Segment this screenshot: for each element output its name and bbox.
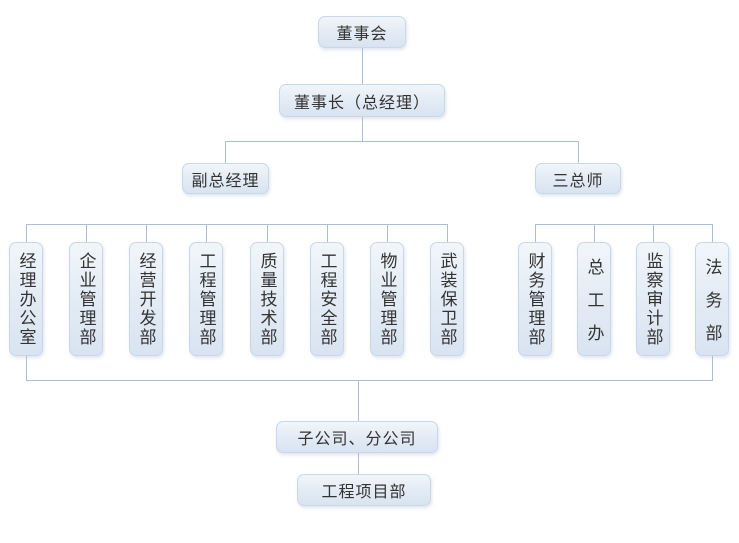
connector-left-children-bus [26, 224, 447, 225]
connector-drop-dept [267, 224, 268, 242]
node-subsidiaries: 子公司、分公司 [276, 421, 438, 453]
connector-chairman-drop [362, 117, 363, 141]
node-project-dept-label: 工程项目部 [321, 484, 407, 501]
connector-drop-deputy-gm [225, 141, 226, 163]
node-dept-property-mgmt: 物业管理部 [370, 242, 404, 356]
connector-drop-dept [387, 224, 388, 242]
dept-label: 企业管理部 [76, 251, 96, 347]
connector-drop-three-chiefs [578, 141, 579, 163]
connector-board-chairman [362, 48, 363, 84]
node-dept-quality-tech: 质量技术部 [250, 242, 284, 356]
node-deputy-gm-label: 副总经理 [191, 172, 260, 190]
connector-bottom-bus [26, 380, 713, 381]
dept-label: 武装保卫部 [437, 251, 457, 347]
connector-drop-dept [86, 224, 87, 242]
node-dept-manager-office: 经理办公室 [9, 242, 43, 356]
connector-rightmost-dept-down [712, 356, 713, 380]
node-dept-armed-security: 武装保卫部 [430, 242, 464, 356]
dept-label: 经理办公室 [16, 251, 36, 347]
node-project-dept: 工程项目部 [297, 474, 431, 506]
node-chairman-label: 董事长（总经理） [293, 94, 430, 112]
connector-drop-dept [712, 224, 713, 242]
node-dept-audit: 监察审计部 [636, 242, 670, 356]
connector-drop-dept [594, 224, 595, 242]
node-dept-engineering-mgmt: 工程管理部 [189, 242, 223, 356]
connector-drop-dept [26, 224, 27, 242]
node-dept-business-dev: 经营开发部 [129, 242, 163, 356]
node-three-chiefs-label: 三总师 [552, 172, 604, 190]
connector-drop-dept [327, 224, 328, 242]
dept-label: 经营开发部 [136, 251, 156, 347]
node-board-label: 董事会 [336, 26, 388, 43]
dept-label: 质量技术部 [257, 251, 277, 347]
connector-drop-dept [146, 224, 147, 242]
node-dept-engineering-safety: 工程安全部 [310, 242, 344, 356]
node-dept-finance-mgmt: 财务管理部 [518, 242, 552, 356]
node-deputy-gm: 副总经理 [182, 163, 269, 194]
connector-right-children-bus [535, 224, 712, 225]
dept-label: 工程管理部 [196, 251, 216, 347]
connector-subsidiaries-project [358, 453, 359, 474]
dept-label: 财务管理部 [525, 251, 545, 347]
connector-drop-dept [535, 224, 536, 242]
connector-drop-dept [206, 224, 207, 242]
dept-label: 工程安全部 [317, 251, 337, 347]
connector-branch-bus [225, 141, 578, 142]
connector-drop-dept [653, 224, 654, 242]
dept-label: 监察审计部 [643, 251, 663, 347]
connector-drop-subsidiaries [358, 380, 359, 421]
node-three-chiefs: 三总师 [535, 163, 621, 194]
node-dept-enterprise-mgmt: 企业管理部 [69, 242, 103, 356]
node-board: 董事会 [318, 16, 406, 48]
node-chairman: 董事长（总经理） [279, 84, 445, 117]
node-dept-legal: 法务部 [695, 242, 729, 357]
node-subsidiaries-label: 子公司、分公司 [297, 431, 417, 448]
dept-label: 法务部 [702, 257, 722, 357]
dept-label: 物业管理部 [377, 251, 397, 347]
connector-leftmost-dept-down [26, 356, 27, 380]
dept-label: 总工办 [584, 257, 604, 357]
connector-drop-dept [447, 224, 448, 242]
node-dept-chief-engineer-office: 总工办 [577, 242, 611, 357]
